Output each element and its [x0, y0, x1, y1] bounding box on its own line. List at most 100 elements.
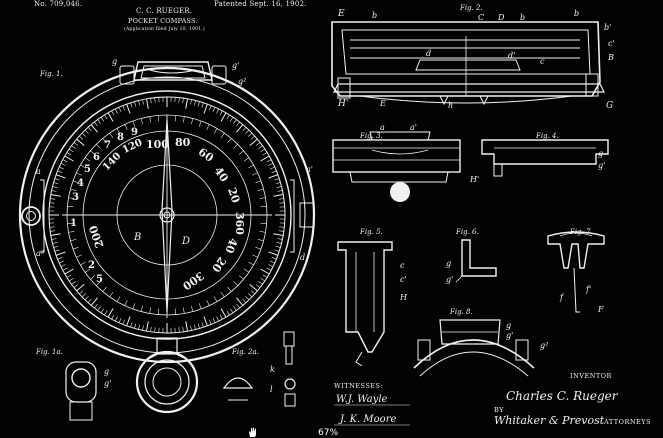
dial-tick	[201, 322, 204, 328]
dial-tick	[134, 323, 137, 329]
dial-tick	[190, 99, 192, 105]
dial-tick	[279, 202, 285, 204]
dial-inner-tick	[198, 303, 202, 310]
dial-inner-tick	[198, 120, 202, 127]
dial-tick	[268, 174, 279, 179]
dial-inner-tick	[183, 116, 185, 123]
dial-tick	[154, 327, 156, 333]
dial-tick	[268, 264, 274, 267]
dial-tick	[268, 251, 279, 256]
dial-inner-tick	[132, 120, 136, 127]
dial-tick	[185, 321, 188, 332]
dial-tick	[275, 182, 281, 185]
figure-label: Fig. 3.	[359, 132, 383, 140]
inventor-name-header: C. C. RUEGER.	[136, 7, 193, 15]
dial-tick	[115, 108, 118, 114]
svg-text:f': f'	[585, 285, 591, 294]
dial-num: 40	[211, 164, 231, 184]
dial-tick	[55, 251, 66, 256]
dial-tick	[248, 293, 253, 298]
dial-tick	[268, 163, 274, 166]
dial-tick	[275, 245, 281, 248]
dial-num: 20	[209, 254, 229, 274]
dial-tick	[100, 117, 105, 122]
dial-tick	[60, 163, 66, 166]
dial-inner-tick	[90, 150, 96, 155]
dial-inner-tick	[109, 132, 114, 139]
dial-tick	[248, 132, 253, 137]
dial-tick	[66, 274, 72, 278]
dial-inner-tick	[90, 275, 96, 280]
svg-text:a: a	[380, 123, 385, 132]
svg-text:d: d	[300, 253, 305, 262]
dial-inner-tick	[233, 144, 238, 149]
dial-inner-tick	[149, 307, 151, 314]
dial-tick	[190, 325, 192, 331]
dial-tick	[142, 99, 144, 105]
svg-text:g: g	[598, 149, 603, 158]
dial-tick	[212, 318, 216, 323]
dial-tick	[53, 245, 59, 248]
dial-tick	[111, 110, 115, 116]
dial-tick	[62, 267, 68, 271]
svg-text:b': b'	[604, 23, 611, 32]
dial-inner-tick	[252, 172, 258, 176]
svg-text:g: g	[112, 57, 117, 66]
figure-labels: Fig. 1. Fig. 2. Fig. 3. Fig. 4. Fig. 5. …	[35, 4, 593, 356]
dial-tick	[111, 314, 115, 320]
dial-tick	[115, 316, 118, 322]
dial-inner-tick	[257, 239, 264, 242]
dial-tick	[50, 194, 61, 197]
dial-tick	[150, 98, 152, 104]
witness-1-signature: W.J. Wayle	[336, 394, 388, 405]
dial-tick	[53, 182, 59, 185]
dial-tick	[271, 170, 277, 173]
by-label: BY	[494, 406, 504, 414]
dial-tick	[62, 159, 68, 163]
dial-tick	[274, 249, 280, 252]
section-figure-3	[332, 131, 461, 202]
attorneys-label: ATTORNEYS	[603, 418, 651, 426]
section-figure-5	[337, 241, 393, 367]
dial-tick	[249, 138, 258, 146]
dial-tick	[52, 242, 58, 244]
dial-tick	[245, 129, 250, 134]
section-figure-6	[455, 239, 497, 283]
dial-tick	[197, 101, 200, 107]
svg-text:g²: g²	[540, 341, 548, 350]
reference-letters: g g' g² a a' a² d E b b b' c' B D C b H'…	[36, 9, 615, 394]
dial-tick	[104, 310, 108, 316]
dial-tick	[220, 308, 227, 318]
dial-tick	[122, 105, 125, 111]
dial-inner-tick	[183, 307, 185, 314]
hand-icon[interactable]	[248, 427, 257, 438]
dial-tick	[233, 306, 237, 311]
dial-tick	[50, 233, 61, 236]
dial-tick	[274, 178, 280, 181]
dial-num: 300	[180, 269, 207, 293]
svg-text:H: H	[399, 293, 408, 302]
application-date: (Application filed July 10, 1901.)	[124, 27, 205, 32]
dial-tick	[209, 319, 212, 325]
figure-label: Fig. 6.	[455, 228, 479, 236]
dial-tick	[69, 277, 74, 282]
dial-inner: 5	[96, 274, 103, 285]
zoom-level[interactable]: 67%	[318, 428, 339, 438]
dial-inner-tick	[149, 116, 151, 123]
dial-tick	[178, 97, 180, 103]
dial-tick	[260, 277, 265, 282]
dial-tick	[107, 308, 114, 318]
svg-text:c: c	[540, 57, 545, 66]
dial-tick	[51, 190, 57, 192]
dial-tick	[94, 303, 98, 309]
dial-inner-tick	[70, 188, 77, 191]
dial-tick	[55, 174, 66, 179]
dial-inner-tick	[157, 115, 160, 122]
svg-text:b: b	[520, 13, 525, 22]
dial-inner-tick	[76, 172, 82, 176]
dial-inner-tick	[174, 308, 177, 315]
svg-text:d: d	[426, 49, 431, 58]
dial-tick	[203, 316, 208, 327]
svg-text:C: C	[478, 13, 484, 22]
